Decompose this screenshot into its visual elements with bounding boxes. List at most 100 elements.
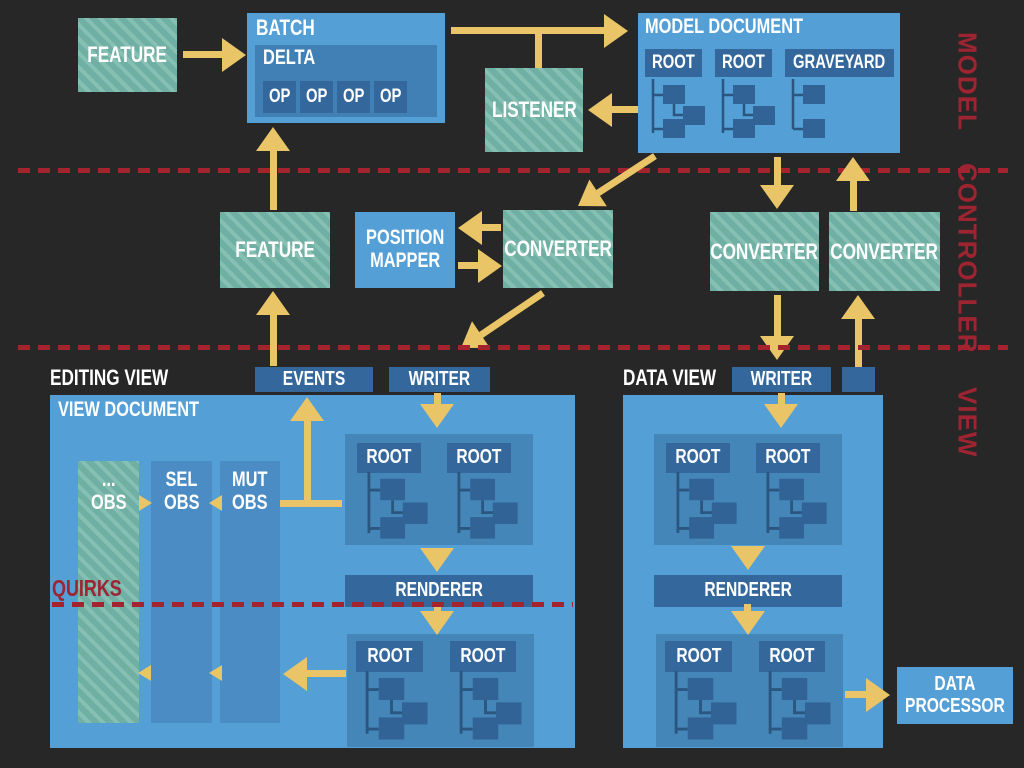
arrow-obs1-to-obs2-head (139, 495, 152, 511)
events-box: EVENTS (255, 367, 373, 392)
root-label: ROOT (450, 641, 516, 672)
delta-label: DELTA (263, 46, 316, 69)
arrow-batch-to-modeldoc-shaft (451, 27, 606, 34)
controller-layer-label: CONTROLLER (952, 162, 983, 354)
view-root-tree (457, 470, 520, 541)
converter-label: CONVERTER (830, 238, 939, 264)
model-controller-separator (18, 168, 1008, 173)
arrow-writer-down-shaft (434, 393, 441, 404)
root-label: ROOT (356, 641, 423, 672)
arrow-modeldoc-to-converter-diagonal (578, 153, 657, 207)
controller-feature-label: FEATURE (235, 237, 315, 263)
converter-label: CONVERTER (710, 238, 819, 264)
arrow-obs-left-small-head (138, 665, 151, 681)
editing-roots-top-box: ROOT ROOT (345, 434, 533, 545)
arrow-converter3-to-modeldoc-head (836, 157, 870, 181)
arrow-data-renderer-down-shaft (744, 604, 751, 612)
model-graveyard-tree (791, 77, 827, 140)
root-label: ROOT (665, 641, 732, 672)
view-layer-label: VIEW (952, 386, 983, 458)
arrow-converter2-to-writer-shaft (774, 295, 781, 336)
quirks-separator-editing (52, 602, 573, 607)
model-document-box: MODEL DOCUMENT ROOT ROOT GRAVEYARD (638, 13, 900, 153)
observer-column-mutation: MUT OBS (220, 461, 280, 723)
converter-data-up-box: CONVERTER (829, 212, 940, 291)
arrow-dataview-to-converter3-head (841, 295, 875, 319)
arrow-mapper-to-converter-shaft (458, 262, 480, 269)
arrow-modeldoc-to-converter2-head (760, 185, 794, 209)
arrow-data-writer-down-head (764, 404, 798, 428)
controller-feature-box: FEATURE (220, 212, 330, 288)
arrow-roots-to-obs-head (283, 657, 307, 691)
arrow-writer-down-head (420, 404, 454, 428)
model-layer-label: MODEL (952, 31, 983, 131)
arrow-events-to-feature-head (256, 291, 290, 315)
op-box: OP (337, 81, 370, 113)
root-label: ROOT (666, 443, 730, 473)
arrow-obs-to-events-head (290, 397, 324, 421)
arrow-feature-to-batch-shaft (183, 51, 224, 58)
quirks-label: QUIRKS (52, 575, 122, 601)
arrow-renderer-down-shaft (434, 604, 441, 612)
arrow-modeldoc-to-listener-shaft (612, 106, 638, 113)
editing-view-title: EDITING VIEW (50, 365, 169, 390)
unlabeled-box (842, 367, 875, 392)
arrow-converter-to-mapper-head (458, 211, 482, 245)
op-box: OP (374, 81, 407, 113)
position-mapper-label: POSITION MAPPER (365, 226, 445, 272)
model-root-label: ROOT (715, 49, 772, 77)
data-roots-bottom-box: ROOT ROOT (656, 634, 843, 747)
model-document-title: MODEL DOCUMENT (645, 15, 804, 38)
data-processor-label: DATA PROCESSOR (905, 672, 1005, 717)
view-document-box: VIEW DOCUMENT ... OBS SEL OBS MUT OBS QU… (50, 395, 575, 748)
view-root-tree (459, 669, 523, 741)
view-root-tree (674, 669, 738, 741)
arrow-to-data-processor-shaft (845, 691, 868, 698)
data-renderer-box: RENDERER (654, 575, 842, 607)
view-root-tree (676, 470, 739, 541)
converter-data-down-box: CONVERTER (710, 212, 819, 291)
arrow-modeldoc-to-listener-head (588, 93, 612, 127)
model-feature-label: FEATURE (87, 42, 168, 68)
arrow-obs3-to-obs2-head (209, 495, 222, 511)
editing-renderer-box: RENDERER (345, 575, 533, 607)
model-root-label: ROOT (645, 49, 702, 77)
arrow-converter3-to-modeldoc-shaft (850, 181, 857, 211)
data-view-document-box: ROOT ROOT RENDERER ROOT ROOT (623, 395, 883, 748)
converter-label: CONVERTER (504, 236, 612, 262)
arrow-roots-to-renderer-head (420, 548, 454, 572)
arrow-branch-to-listener-shaft (535, 30, 542, 68)
position-mapper-box: POSITION MAPPER (355, 212, 455, 288)
renderer-label: RENDERER (704, 579, 792, 602)
arrow-data-writer-down-shaft (778, 393, 785, 404)
model-root-tree (651, 77, 707, 140)
editing-roots-bottom-box: ROOT ROOT (347, 634, 534, 747)
arrow-feature-to-batch-up-shaft (270, 151, 277, 210)
arrow-feature-to-batch-head (222, 38, 246, 72)
arrow-modeldoc-to-converter2-shaft (774, 157, 781, 186)
events-label: EVENTS (282, 367, 346, 390)
arrow-events-to-feature-shaft (270, 315, 277, 366)
listener-box: LISTENER (485, 68, 583, 152)
controller-view-separator (18, 345, 1008, 350)
arrow-to-data-processor-head (866, 678, 890, 712)
root-label: ROOT (756, 443, 820, 473)
writer-label: WRITER (750, 367, 813, 390)
model-root-tree (721, 77, 777, 140)
obs-horizontal-line (280, 500, 342, 507)
view-root-tree (367, 470, 430, 541)
data-writer-box: WRITER (732, 367, 831, 392)
arrow-mapper-to-converter-head (478, 249, 502, 283)
arrow-data-roots-to-renderer-head (731, 546, 765, 570)
arrow-dataview-to-converter3-shaft (855, 319, 862, 367)
delta-box: DELTA OP OP OP OP (255, 45, 437, 117)
observer-column-selection: SEL OBS (151, 461, 212, 723)
renderer-label: RENDERER (395, 579, 483, 602)
op-box: OP (300, 81, 333, 113)
editing-writer-box: WRITER (389, 367, 490, 392)
batch-label: BATCH (256, 15, 315, 40)
arrow-renderer-down-head (420, 611, 454, 635)
model-graveyard-label: GRAVEYARD (785, 49, 894, 77)
arrow-feature-to-batch-up-head (256, 127, 290, 151)
